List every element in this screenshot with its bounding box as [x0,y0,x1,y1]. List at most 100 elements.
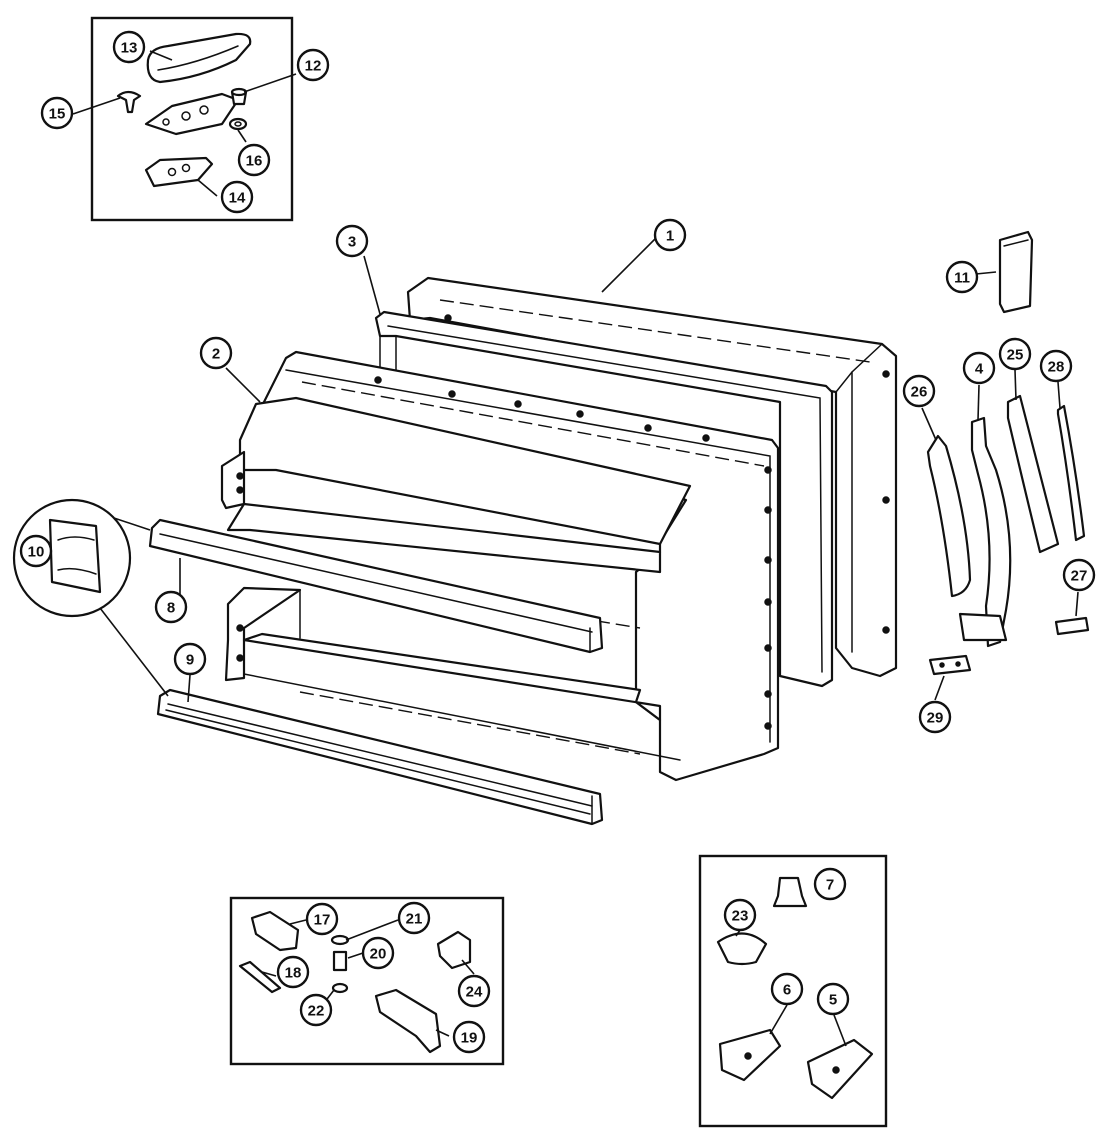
gasket-inner-edge [387,325,823,673]
callout-15-label: 15 [49,106,66,123]
leader-16 [237,129,247,143]
leader-18 [261,971,277,977]
cap-plug-shape [716,932,768,966]
bottom-hinge-shape [374,988,442,1054]
callout-6-label: 6 [783,982,791,999]
hinge-spacer-shape [238,960,282,994]
liner-left-side-lower [224,586,302,682]
leader-3 [363,255,381,315]
leader-28 [1057,381,1061,409]
pin-washer-shape [330,934,350,946]
leader-2 [225,367,261,403]
callout-23-label: 23 [732,908,749,925]
hinge-bracket-shape [436,930,472,970]
callout-6: 6 [770,972,804,1006]
handle-shape [926,434,972,598]
callout-28-label: 28 [1048,359,1065,376]
callout-27: 27 [1062,558,1096,592]
leader-25 [1014,369,1017,401]
outer-panel-hole-3 [882,626,890,634]
callout-7-label: 7 [826,877,834,894]
callout-21: 21 [397,901,431,935]
leader-19 [435,1029,450,1037]
leader-29 [934,675,945,701]
leader-1 [601,235,659,293]
leader-15 [72,97,121,115]
callout-10-label: 10 [28,544,45,561]
inset-hinges [229,896,505,1066]
liner-dash-bottom [299,691,641,755]
washer-shape [228,117,248,131]
leader-13 [149,50,173,61]
outer-panel-hole-4 [444,314,452,322]
handle-gasket-shape [1056,404,1086,542]
liner-top-hole-4 [576,410,584,418]
callout-25-label: 25 [1007,347,1024,364]
liner-lower-shelf [242,632,662,722]
washer-hole [234,121,242,127]
callout-16: 16 [237,143,271,177]
liner-hole-11 [764,722,772,730]
liner-hole-8 [764,598,772,606]
leader-9 [187,674,191,703]
callout-9-label: 9 [186,652,194,669]
inset-clips [698,854,888,1128]
bushing-shape [331,982,349,994]
door-assembly [12,276,898,826]
liner-bottom-edge [243,673,681,761]
inset-top-hinge [90,16,294,222]
hinge-pin-top [230,87,248,97]
outer-panel-hole-1 [882,370,890,378]
bracket-foot-plate [958,612,1008,642]
shelf-rail-lower-shape [156,688,604,826]
screw-head-shape [116,90,142,114]
liner-hole-6 [764,506,772,514]
callout-29: 29 [918,700,952,734]
end-cap-edges [57,536,97,575]
callout-17: 17 [305,902,339,936]
magnifier-line-bottom [99,607,169,697]
callout-17-label: 17 [314,912,331,929]
callout-12-label: 12 [305,58,322,75]
callout-16-label: 16 [246,153,263,170]
liner-hole-10 [764,690,772,698]
liner-upper-shelf [238,396,692,546]
liner-hole-9 [764,644,772,652]
callout-19-label: 19 [461,1030,478,1047]
callout-20-label: 20 [370,946,387,963]
callout-5: 5 [816,982,850,1016]
callout-12: 12 [296,48,330,82]
rail-lower-groove-1 [167,703,593,807]
liner-hole-7 [764,556,772,564]
callout-bubbles: 1 2 3 4 5 6 7 8 9 10 11 12 13 14 15 16 1… [19,30,1096,1054]
shelf-rail-upper-shape [148,518,604,654]
callout-18-label: 18 [285,965,302,982]
hinge-plate-hole-1 [181,111,191,121]
center-hinge-shape [250,910,300,952]
liner-hole-4 [236,654,244,662]
callout-24: 24 [457,974,491,1008]
mount-plate-hole-2 [955,661,961,667]
inset-frame-hinges [229,896,505,1066]
callout-15: 15 [40,96,74,130]
liner-top-hole-1 [374,376,382,384]
hinge-plate-shape [144,92,240,136]
callout-9: 9 [173,642,207,676]
liner-top-hole-3 [514,400,522,408]
callout-27-label: 27 [1071,568,1088,585]
shim-shape [144,156,214,188]
callout-4-label: 4 [975,361,984,378]
callout-14: 14 [220,180,254,214]
leader-24 [461,959,475,975]
callout-25: 25 [998,337,1032,371]
callout-20: 20 [361,936,395,970]
handle-end-cap-edge [1003,239,1029,247]
callout-2-label: 2 [212,346,220,363]
leader-lines [72,50,1079,1047]
callout-4: 4 [962,351,996,385]
leader-14 [197,179,218,197]
callout-11: 11 [945,260,979,294]
leader-5 [833,1014,847,1047]
hinge-cover-shape [146,32,252,84]
